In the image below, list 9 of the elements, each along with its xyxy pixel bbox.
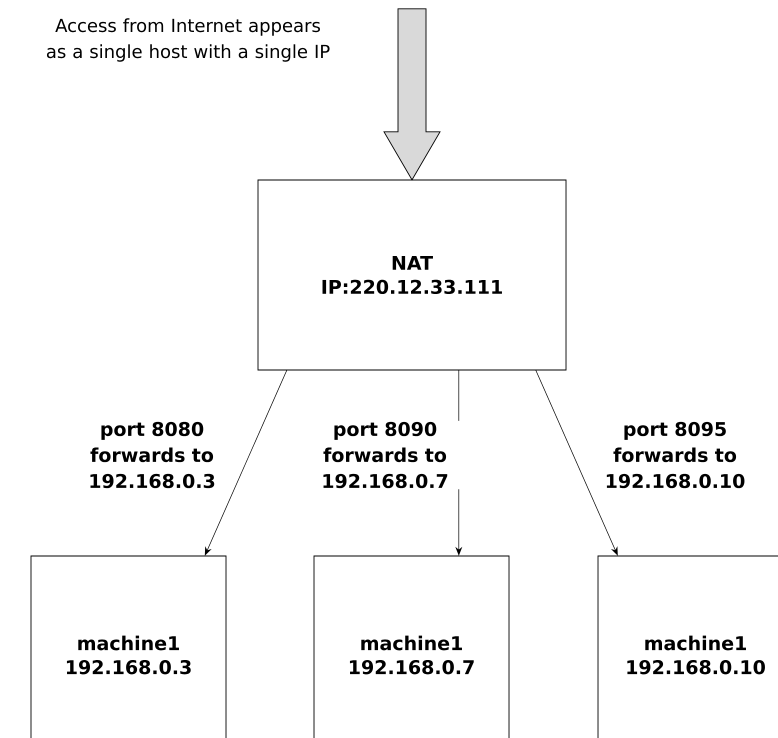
machine-box: machine1 192.168.0.3 (30, 556, 226, 738)
block-arrow (383, 8, 441, 181)
machine-box: machine1 192.168.0.7 (314, 556, 510, 738)
nat-box: NAT IP:220.12.33.111 (258, 180, 566, 370)
edge-label: port 8080 forwards to 192.168.0.3 (90, 422, 214, 488)
machine-box: machine1 192.168.0.10 (598, 556, 778, 738)
edge-label: port 8095 forwards to 192.168.0.10 (606, 422, 744, 488)
note-text: Access from Internet appears as a single host with a single IP (46, 18, 330, 62)
edge-label: port 8090 forwards to 192.168.0.7 (323, 422, 448, 488)
